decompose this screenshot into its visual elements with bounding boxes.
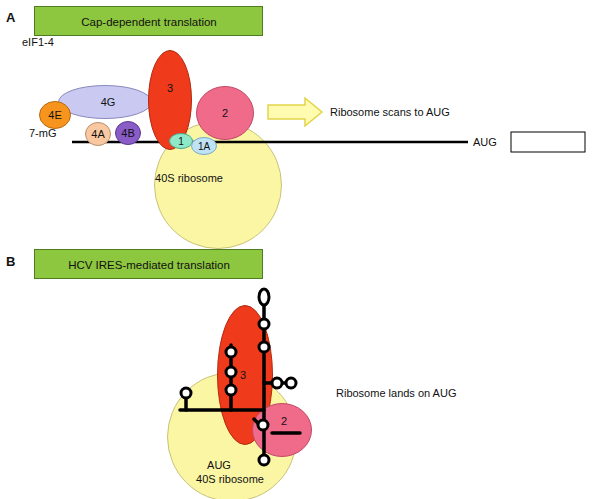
node-shape	[116, 122, 141, 145]
node-shape	[170, 134, 193, 149]
coding-region-box	[511, 132, 585, 152]
ires-loop	[259, 319, 269, 329]
factor-circle: 4A	[85, 122, 111, 146]
ires-stem	[184, 398, 188, 410]
ires-loop	[258, 420, 268, 430]
node-text: 4B	[121, 127, 134, 139]
factor-ellipse: 1A	[191, 137, 217, 155]
node-shape	[192, 138, 217, 155]
node-shape	[40, 102, 71, 129]
node-text: Cap-dependent translation	[81, 16, 217, 29]
codon-label: AUG	[473, 136, 497, 148]
node-text: 2	[281, 415, 287, 427]
ires-loop	[259, 455, 269, 465]
ires-stem	[180, 408, 264, 412]
factor-ellipse: 1	[169, 133, 193, 149]
node-text: 4E	[48, 109, 61, 121]
node-text: 4A	[91, 128, 104, 140]
factor-ellipse: 2	[196, 86, 254, 140]
ires-stem	[272, 431, 300, 435]
ires-loop	[259, 289, 269, 305]
ires-loop	[259, 342, 269, 352]
node-shape	[197, 87, 254, 140]
node-shape	[149, 51, 192, 150]
node-shape	[253, 404, 312, 457]
ires-loop	[226, 367, 236, 377]
ires-loop	[286, 378, 296, 388]
ires-loop	[226, 385, 236, 395]
node-text: 3	[167, 82, 173, 94]
panel-letter: A	[6, 11, 15, 25]
ires-loop	[272, 378, 282, 388]
factor-ellipse: 4E	[39, 101, 71, 129]
node-text: 4G	[101, 96, 116, 108]
node-shape	[86, 123, 111, 146]
node-shape	[155, 122, 282, 249]
node-text: 3	[240, 369, 246, 381]
group-label: eIF1-4	[22, 36, 54, 48]
node-text: 2	[222, 107, 228, 119]
node-text: 1	[178, 136, 184, 147]
node-text: 1A	[198, 141, 210, 152]
step-note: Ribosome lands on AUG	[336, 387, 456, 399]
node-shape	[59, 86, 152, 119]
scan-arrow	[268, 98, 322, 126]
panel-title-box: Cap-dependent translation	[34, 6, 263, 36]
node-text: 40S ribosome	[155, 172, 223, 184]
node-shape	[168, 373, 297, 499]
factor-ellipse: 4G	[58, 85, 152, 119]
factor-circle: 4B	[115, 121, 141, 145]
node-text: HCV IRES-mediated translation	[68, 259, 230, 272]
step-note: Ribosome scans to AUG	[330, 106, 450, 118]
node-text: AUG	[207, 459, 231, 471]
ires-loop	[181, 388, 191, 398]
panel-title-box: HCV IRES-mediated translation	[34, 249, 263, 279]
ires-loop	[226, 347, 236, 357]
panel-letter: B	[6, 255, 15, 269]
node-text: 40S ribosome	[196, 473, 264, 485]
node-shape	[218, 306, 273, 445]
cap-label: 7-mG	[29, 127, 57, 139]
